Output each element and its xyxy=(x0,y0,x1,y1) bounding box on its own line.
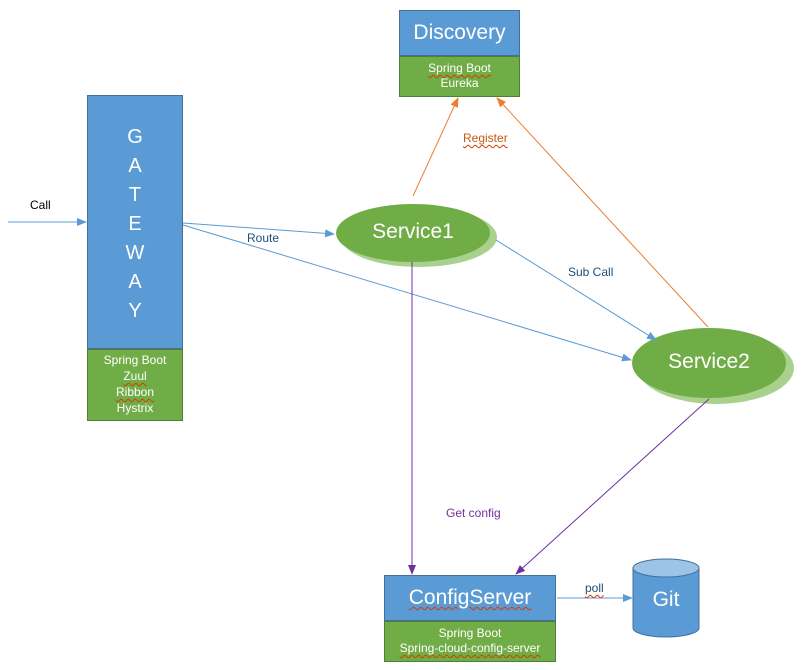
gateway-letter: W xyxy=(125,242,145,264)
sub-call-arrow xyxy=(495,239,657,341)
gateway-letter: T xyxy=(128,184,142,206)
sub-call-label: Sub Call xyxy=(568,265,614,279)
service2-node xyxy=(632,328,786,398)
gateway-line-ribbon: Ribbon xyxy=(115,385,155,399)
route-arrow-service1 xyxy=(182,222,335,238)
gateway-letter: G xyxy=(127,126,143,148)
git-cylinder xyxy=(632,558,700,638)
config-server-title-box: ConfigServer xyxy=(384,575,556,621)
gateway-line-hystrix: Hystrix xyxy=(116,401,154,415)
route-label: Route xyxy=(247,231,280,245)
gateway-letter: A xyxy=(128,155,142,177)
service2-label: Service2 xyxy=(668,350,750,373)
config-server-line-spring-cloud: Spring-cloud-config-server xyxy=(399,641,541,655)
config-server-title: ConfigServer xyxy=(408,586,532,609)
service1-label: Service1 xyxy=(372,220,454,243)
gateway-letter: E xyxy=(128,213,142,235)
register-arrow-service2 xyxy=(496,97,709,328)
gateway-title-box: G A T E W A Y xyxy=(87,95,183,349)
register-label: Register xyxy=(463,131,508,145)
gateway-line-zuul: Zuul xyxy=(123,369,147,383)
poll-label: poll xyxy=(585,581,604,595)
register-arrow-service1 xyxy=(412,97,459,197)
discovery-title-box: Discovery xyxy=(399,10,520,56)
route-arrow-service2 xyxy=(182,224,632,362)
gateway-line-spring-boot: Spring Boot xyxy=(103,353,167,367)
gateway-letter: A xyxy=(128,271,142,293)
discovery-line-spring-boot: Spring Boot xyxy=(428,61,491,75)
gateway-details-box: Spring Boot Zuul Ribbon Hystrix xyxy=(87,349,183,421)
git-label: Git xyxy=(652,588,680,611)
discovery-title: Discovery xyxy=(413,21,506,44)
gateway-letter: Y xyxy=(128,300,142,322)
config-server-details-box: Spring Boot Spring-cloud-config-server xyxy=(384,621,556,662)
gateway-vertical-title: G A T E W A Y xyxy=(88,123,182,326)
call-label: Call xyxy=(30,198,51,212)
discovery-line-eureka: Eureka xyxy=(440,76,479,90)
get-config-arrow-service2 xyxy=(515,398,710,575)
config-server-line-spring-boot: Spring Boot xyxy=(438,626,502,640)
get-config-label: Get config xyxy=(446,506,501,520)
service1-node xyxy=(336,204,490,262)
discovery-details-box: Spring Boot Eureka xyxy=(399,56,520,97)
